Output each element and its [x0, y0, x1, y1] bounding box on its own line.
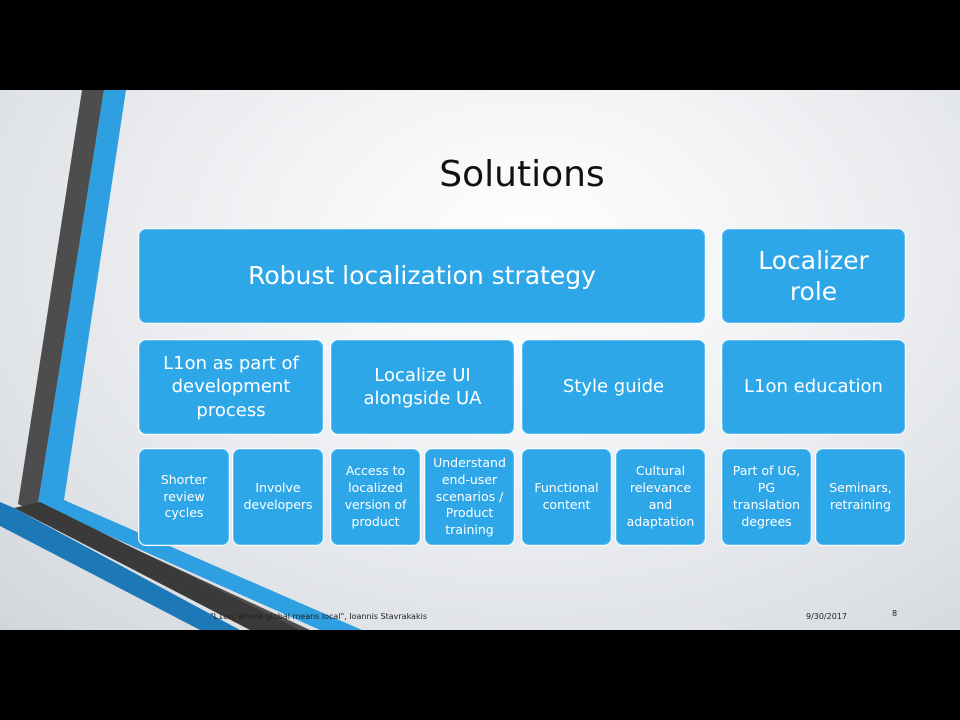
box-shorter-review-cycles: Shorter review cycles	[138, 448, 230, 546]
box-style-guide: Style guide	[521, 339, 706, 435]
box-cultural-relevance: Cultural relevance and adaptation	[615, 448, 706, 546]
box-access-localized-version: Access to localized version of product	[330, 448, 421, 546]
box-localizer-role: Localizer role	[721, 228, 906, 324]
box-l1on-development-process: L1on as part of development process	[138, 339, 324, 435]
footer-date: 9/30/2017	[806, 612, 848, 621]
box-robust-localization-strategy: Robust localization strategy	[138, 228, 706, 324]
footer-caption: "L1on: where global means local", Ioanni…	[210, 612, 427, 621]
box-understand-end-user: Understand end-user scenarios / Product …	[424, 448, 515, 546]
decorative-stripes	[0, 90, 362, 630]
box-localize-ui: Localize UI alongside UA	[330, 339, 515, 435]
box-part-of-ug-pg: Part of UG, PG translation degrees	[721, 448, 812, 546]
box-involve-developers: Involve developers	[232, 448, 324, 546]
box-seminars-retraining: Seminars, retraining	[815, 448, 906, 546]
box-functional-content: Functional content	[521, 448, 612, 546]
slide-title: Solutions	[439, 154, 605, 195]
slide: Solutions Robust localization strategy L…	[0, 90, 960, 630]
box-l1on-education: L1on education	[721, 339, 906, 435]
footer-page-number: 8	[892, 609, 898, 618]
